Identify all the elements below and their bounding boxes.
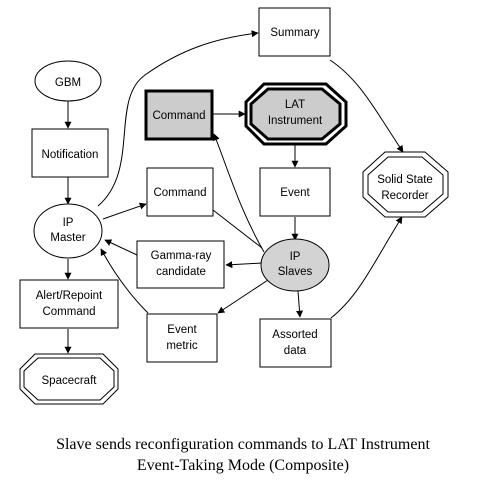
edge-slaves-to-assorted bbox=[296, 290, 304, 318]
notification-box bbox=[31, 128, 109, 178]
lat-label-line1: LAT bbox=[285, 99, 305, 111]
gamma-ray-box bbox=[136, 240, 225, 289]
spacecraft-label: Spacecraft bbox=[42, 375, 98, 387]
caption: Slave sends reconfiguration commands to … bbox=[56, 436, 430, 474]
node-ip-slaves: IP Slaves bbox=[260, 238, 330, 292]
command-main-box bbox=[144, 89, 214, 141]
ip-slaves-label-line1: IP bbox=[290, 251, 301, 263]
edge-command-mid-to-slaves bbox=[212, 209, 263, 249]
node-summary: Summary bbox=[258, 7, 331, 57]
ip-master-label-line2: Master bbox=[50, 232, 85, 244]
event-box bbox=[259, 167, 331, 217]
alert-repoint-label-line1: Alert/Repoint bbox=[36, 290, 103, 302]
command-mid-label: Command bbox=[153, 187, 206, 199]
ssr-label-line2: Recorder bbox=[381, 190, 428, 202]
ip-slaves-ellipse bbox=[260, 238, 330, 292]
edge-gamma-to-ip-master bbox=[104, 239, 138, 256]
node-ip-master: IP Master bbox=[33, 203, 103, 259]
alert-repoint-label-line2: Command bbox=[42, 306, 95, 318]
node-alert-repoint: Alert/Repoint Command bbox=[19, 279, 119, 329]
node-gamma-ray: Gamma-ray candidate bbox=[136, 240, 225, 289]
gamma-ray-label-line1: Gamma-ray bbox=[151, 250, 212, 262]
summary-label: Summary bbox=[270, 27, 319, 39]
node-notification: Notification bbox=[31, 128, 109, 178]
ssr-octagon-inner bbox=[367, 156, 444, 213]
summary-box bbox=[258, 7, 331, 57]
gamma-ray-label-line2: candidate bbox=[156, 266, 206, 278]
node-spacecraft: Spacecraft bbox=[19, 353, 119, 405]
gbm-ellipse bbox=[34, 60, 102, 102]
edge-slaves-to-event-metric bbox=[217, 279, 269, 314]
lat-octagon-inner bbox=[249, 87, 342, 141]
caption-line2: Event-Taking Mode (Composite) bbox=[137, 457, 349, 474]
assorted-data-label-line1: Assorted bbox=[272, 329, 317, 341]
event-metric-label-line1: Event bbox=[167, 324, 197, 336]
edge-slaves-to-gamma bbox=[225, 261, 263, 269]
edge-summary-to-ssr bbox=[329, 59, 404, 153]
event-metric-box bbox=[146, 313, 218, 363]
node-command-mid: Command bbox=[146, 167, 214, 217]
node-command-main: Command bbox=[144, 89, 214, 141]
edge-assorted-to-ssr bbox=[330, 216, 403, 319]
ip-slaves-label-line2: Slaves bbox=[278, 266, 313, 278]
gbm-label: GBM bbox=[55, 77, 81, 89]
assorted-data-label-line2: data bbox=[284, 345, 307, 357]
event-label: Event bbox=[280, 187, 310, 199]
ssr-label-line1: Solid State bbox=[377, 174, 433, 186]
notification-label: Notification bbox=[42, 149, 99, 161]
command-main-label: Command bbox=[152, 110, 205, 122]
caption-line1: Slave sends reconfiguration commands to … bbox=[56, 436, 430, 453]
node-assorted-data: Assorted data bbox=[259, 318, 332, 368]
assorted-data-box bbox=[259, 318, 332, 368]
edge-event-metric-to-ip-master bbox=[100, 248, 149, 314]
edges bbox=[64, 30, 404, 354]
ip-master-ellipse bbox=[33, 203, 103, 259]
alert-repoint-box bbox=[19, 279, 119, 329]
ip-master-label-line1: IP bbox=[63, 217, 74, 229]
node-event-metric: Event metric bbox=[146, 313, 218, 363]
command-mid-box bbox=[146, 167, 214, 217]
node-lat-instrument: LAT Instrument bbox=[244, 82, 348, 146]
lat-label-line2: Instrument bbox=[268, 115, 323, 127]
spacecraft-octagon-inner bbox=[23, 357, 115, 401]
event-metric-label-line2: metric bbox=[166, 340, 198, 352]
node-event: Event bbox=[259, 167, 331, 217]
node-solid-state-recorder: Solid State Recorder bbox=[362, 151, 449, 218]
edge-slaves-to-command bbox=[213, 133, 265, 253]
edge-ip-master-to-command-mid bbox=[102, 202, 147, 220]
node-gbm: GBM bbox=[34, 60, 102, 102]
edge-ip-master-to-summary bbox=[97, 30, 259, 207]
